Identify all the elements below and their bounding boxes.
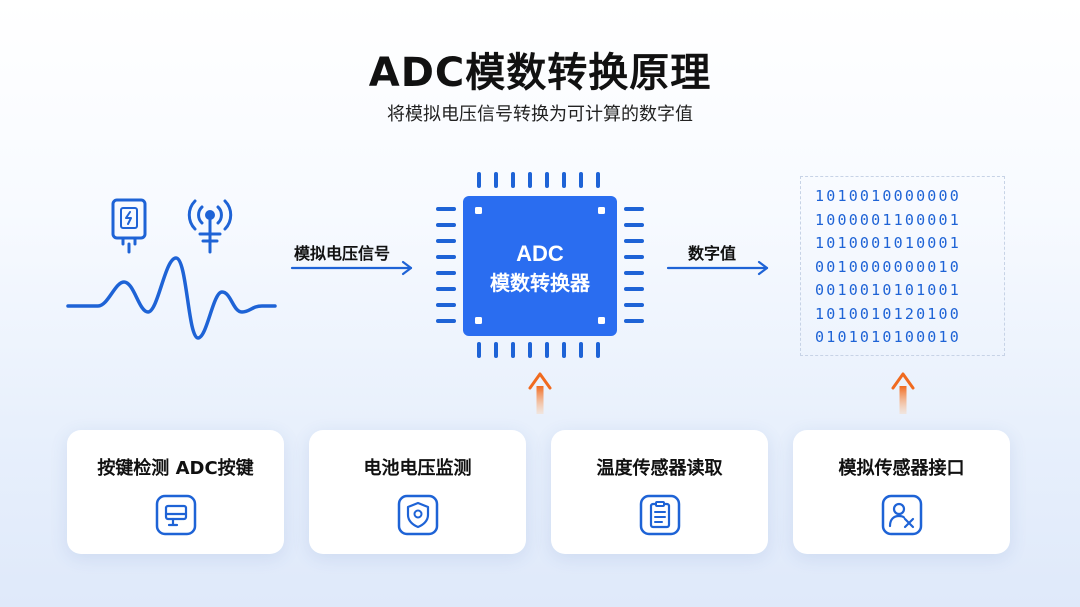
card-label: 模拟传感器接口	[838, 458, 965, 479]
card-analog-sensor[interactable]: 模拟传感器接口	[793, 430, 1010, 554]
card-label: 按键检测 ADC按键	[97, 458, 254, 479]
keyboard-icon	[155, 494, 197, 536]
antenna-icon	[187, 199, 233, 254]
chip-corner-dots	[475, 207, 605, 324]
clipboard-icon	[639, 494, 681, 536]
card-temperature-sensor[interactable]: 温度传感器读取	[551, 430, 768, 554]
analog-waveform	[66, 256, 277, 340]
adc-chip	[463, 196, 617, 336]
page-title: ADC模数转换原理	[368, 50, 712, 96]
card-battery-monitor[interactable]: 电池电压监测	[309, 430, 526, 554]
card-button-detection[interactable]: 按键检测 ADC按键	[67, 430, 284, 554]
charger-icon	[111, 198, 147, 254]
flow-label-output: 数字值	[688, 244, 737, 263]
card-label: 电池电压监测	[363, 458, 472, 479]
binary-row: 1000001100001	[815, 210, 961, 229]
card-label: 温度传感器读取	[596, 458, 723, 479]
binary-output: 1010010000000 1000001100001 101000101000…	[800, 176, 1005, 356]
binary-row: 0010010101001	[815, 281, 961, 299]
chip-pins	[436, 172, 644, 358]
person-check-icon	[881, 494, 923, 536]
shield-icon	[397, 494, 439, 536]
chip-label-name: 模数转换器	[490, 271, 591, 295]
binary-row: 1010010000000	[815, 187, 961, 205]
input-arrow	[290, 260, 413, 276]
page-subtitle: 将模拟电压信号转换为可计算的数字值	[387, 104, 693, 125]
output-arrow	[666, 260, 769, 276]
flow-label-input: 模拟电压信号	[294, 244, 391, 263]
up-arrow-digital	[891, 372, 915, 414]
up-arrow-chip	[528, 372, 552, 414]
binary-row: 1010001010001	[815, 234, 961, 252]
chip-label-adc: ADC	[516, 241, 564, 266]
binary-row: 0101010100010	[815, 328, 961, 346]
binary-row: 0010000000010	[815, 257, 961, 276]
binary-row: 1010010120100	[815, 304, 961, 323]
